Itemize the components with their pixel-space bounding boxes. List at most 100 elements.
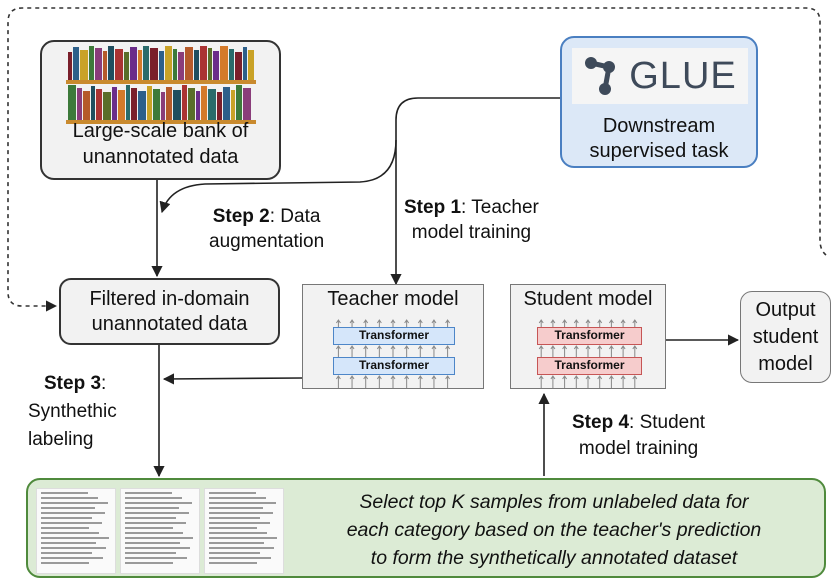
student-arrows bbox=[538, 318, 637, 388]
book-spine bbox=[231, 90, 235, 120]
flow-arrow bbox=[362, 374, 368, 388]
flow-arrow bbox=[431, 318, 436, 328]
flow-arrow bbox=[631, 318, 637, 328]
dashed-feedback-loop bbox=[7, 7, 827, 312]
flow-arrow bbox=[573, 344, 579, 358]
document-text-line bbox=[125, 542, 180, 544]
flow-arrow bbox=[596, 344, 602, 358]
flow-arrow bbox=[585, 374, 590, 388]
teacher-model-box: Teacher model Transformer Transformer bbox=[302, 284, 484, 389]
step2-rest: : Data bbox=[269, 206, 321, 227]
document-text-line bbox=[41, 517, 92, 519]
flow-arrow bbox=[376, 344, 382, 358]
data-bank-line2: unannotated data bbox=[82, 146, 239, 168]
document-text-line bbox=[209, 522, 270, 524]
flow-arrow bbox=[376, 374, 382, 388]
document-text-line bbox=[41, 557, 103, 559]
document-text-line bbox=[125, 532, 183, 534]
glue-logo: GLUE bbox=[572, 48, 748, 104]
step2-line2: augmentation bbox=[209, 231, 325, 252]
book-spine bbox=[131, 88, 137, 120]
document-text-line bbox=[209, 532, 267, 534]
flow-arrow bbox=[349, 318, 354, 328]
document-text-line bbox=[209, 562, 258, 564]
book-spine bbox=[229, 49, 234, 80]
book-spine bbox=[243, 47, 247, 80]
document-text-line bbox=[209, 502, 277, 504]
book-spine bbox=[236, 85, 242, 120]
document-text-line bbox=[125, 537, 193, 539]
document-text-line bbox=[41, 537, 109, 539]
book-spine bbox=[68, 52, 72, 80]
book-spine bbox=[73, 47, 79, 80]
step1-line2: model training bbox=[411, 222, 532, 243]
flow-arrow bbox=[538, 318, 544, 328]
document-text-line bbox=[209, 537, 277, 539]
book-spine bbox=[173, 90, 181, 120]
selection-line1: Select top K samples from unlabeled data… bbox=[359, 491, 749, 513]
document-text-line bbox=[41, 492, 88, 494]
document-text-line bbox=[41, 547, 106, 549]
glue-logo-icon bbox=[585, 57, 616, 95]
book-spine bbox=[143, 46, 149, 80]
document-text-line bbox=[125, 522, 186, 524]
step3-line2: Synthethic bbox=[28, 401, 117, 422]
book-spine bbox=[108, 46, 114, 80]
book-spine bbox=[182, 85, 187, 120]
document-text-line bbox=[41, 507, 95, 509]
teacher-arrows bbox=[335, 318, 450, 388]
data-bank-box: Large-scale bank of unannotated data bbox=[40, 40, 281, 180]
document-text-line bbox=[209, 517, 260, 519]
step4-label: Step 4: Student model training bbox=[572, 410, 705, 462]
document-text-line bbox=[125, 492, 172, 494]
document-text-line bbox=[41, 497, 98, 499]
book-spine bbox=[223, 87, 230, 120]
shelf-plank bbox=[66, 80, 256, 84]
book-spine bbox=[173, 49, 177, 80]
book-spine bbox=[89, 46, 94, 80]
step2-label: Step 2: Data augmentation bbox=[209, 204, 324, 254]
glue-line2: supervised task bbox=[589, 140, 729, 162]
book-spine bbox=[115, 49, 123, 80]
step2-bold: Step 2 bbox=[212, 206, 270, 227]
student-title: Student model bbox=[523, 288, 653, 310]
flow-arrow bbox=[403, 318, 409, 328]
flow-arrow bbox=[538, 344, 544, 358]
teacher-transformer-top: Transformer bbox=[333, 327, 455, 345]
selection-line2: each category based on the teacher's pre… bbox=[346, 519, 762, 541]
book-spine bbox=[83, 91, 90, 120]
document-text-line bbox=[125, 547, 190, 549]
book-spine bbox=[208, 89, 216, 120]
book-spine bbox=[118, 90, 125, 120]
flow-arrow bbox=[335, 318, 341, 328]
flow-arrow bbox=[538, 374, 544, 388]
book-spine bbox=[80, 50, 88, 80]
flow-arrow bbox=[431, 344, 436, 358]
book-spine bbox=[194, 50, 199, 80]
student-transformer-bottom: Transformer bbox=[537, 357, 642, 375]
book-spine bbox=[217, 92, 222, 120]
step4-line2: model training bbox=[578, 438, 699, 459]
data-bank-line1: Large-scale bank of bbox=[72, 120, 249, 142]
flow-arrow bbox=[549, 374, 555, 388]
document-text-line bbox=[125, 557, 187, 559]
document-text-line bbox=[125, 517, 176, 519]
book-spine bbox=[130, 47, 137, 80]
flow-arrow bbox=[390, 374, 395, 388]
document-text-line bbox=[209, 542, 264, 544]
arrow-teacher-to-labeling bbox=[162, 373, 303, 385]
flow-arrow bbox=[349, 344, 354, 358]
flow-arrow bbox=[620, 344, 626, 358]
book-spine bbox=[188, 88, 195, 120]
book-spine bbox=[126, 85, 130, 120]
document-text-line bbox=[125, 562, 174, 564]
flow-arrow bbox=[631, 344, 637, 358]
book-spine bbox=[166, 87, 172, 120]
flow-arrow bbox=[417, 374, 423, 388]
flow-arrow bbox=[561, 344, 567, 358]
flow-arrow bbox=[596, 318, 602, 328]
flow-arrow bbox=[620, 374, 626, 388]
document-text-line bbox=[41, 562, 90, 564]
flow-arrow bbox=[549, 318, 555, 328]
flow-arrow bbox=[431, 374, 436, 388]
